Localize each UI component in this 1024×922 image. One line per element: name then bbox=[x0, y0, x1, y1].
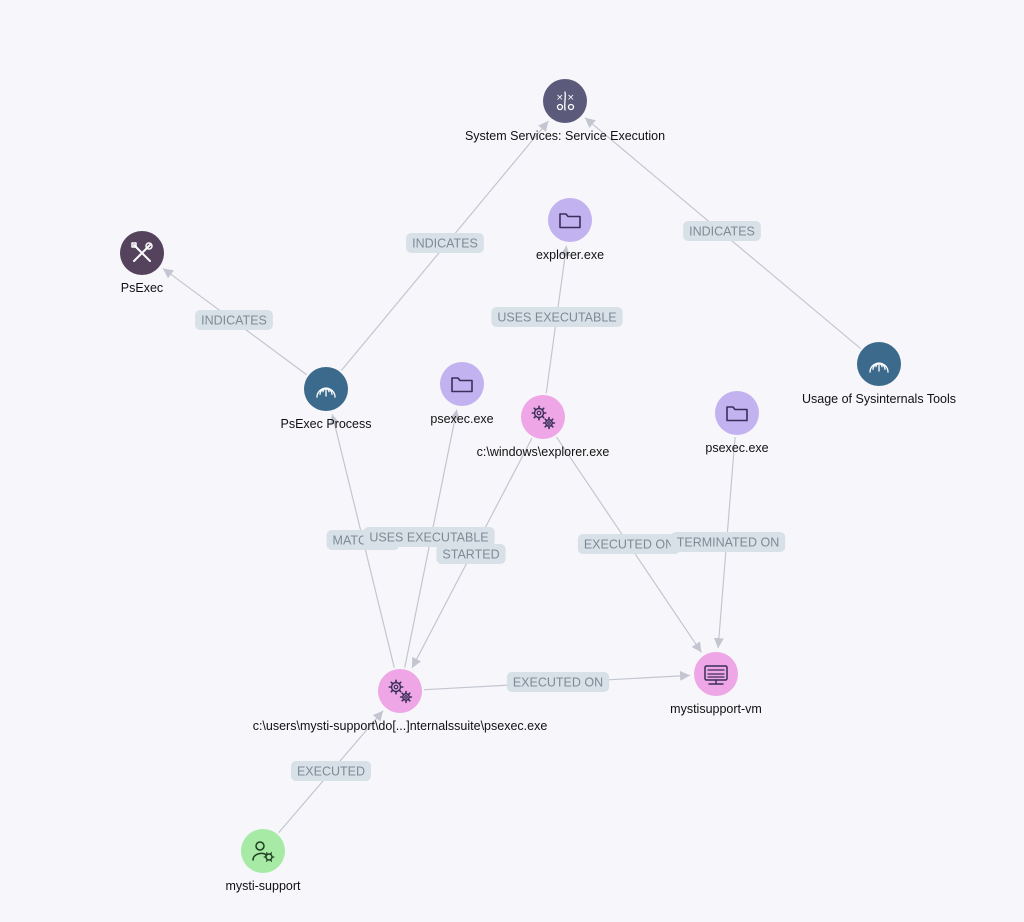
svg-text:×: × bbox=[567, 93, 575, 103]
node-attack-pattern[interactable]: ×× System Services: Service Execution bbox=[465, 79, 665, 143]
edge-label-background bbox=[506, 672, 610, 692]
node-label: psexec.exe bbox=[705, 441, 768, 455]
gears-icon bbox=[531, 405, 556, 430]
edge-label-background bbox=[290, 761, 372, 781]
node-label: System Services: Service Execution bbox=[465, 129, 665, 143]
node-label: PsExec bbox=[121, 281, 163, 295]
edge-labels-layer: INDICATES INDICATES INDICATES USES EXECUTAB… bbox=[195, 221, 786, 781]
folder-icon bbox=[559, 213, 581, 229]
edge-label[interactable]: STARTED bbox=[436, 544, 506, 564]
gears-icon bbox=[388, 679, 413, 704]
node-psexec-process[interactable]: c:\users\mysti-support\do[...]nternalssu… bbox=[253, 669, 548, 733]
folder-icon bbox=[726, 406, 748, 422]
edge-label-background bbox=[491, 307, 623, 327]
folder-icon bbox=[451, 377, 473, 393]
fingerprint-icon bbox=[316, 387, 336, 398]
edge-label-background bbox=[363, 527, 495, 547]
user-gear-icon bbox=[252, 841, 275, 862]
node-label: c:\users\mysti-support\do[...]nternalssu… bbox=[253, 719, 548, 733]
node-circle[interactable] bbox=[548, 198, 592, 242]
node-label: explorer.exe bbox=[536, 248, 604, 262]
edge-label-text: INDICATES bbox=[412, 237, 478, 251]
edge-label-background bbox=[670, 532, 786, 552]
edge-label-text: STARTED bbox=[442, 548, 499, 562]
tools-icon bbox=[131, 242, 153, 262]
edge-label[interactable]: INDICATES bbox=[195, 310, 273, 330]
edge-label[interactable]: EXECUTED ON bbox=[506, 672, 610, 692]
nodes-layer: ×× System Services: Service ExecutionPsEx… bbox=[120, 79, 956, 893]
node-indicator-psexec[interactable]: PsExec Process bbox=[280, 367, 372, 431]
node-circle[interactable] bbox=[241, 829, 285, 873]
node-label: PsExec Process bbox=[280, 417, 371, 431]
edge-label-background bbox=[683, 221, 761, 241]
server-icon bbox=[704, 665, 728, 685]
svg-text:×: × bbox=[556, 93, 564, 103]
node-circle[interactable] bbox=[440, 362, 484, 406]
node-psexec-file-1[interactable]: psexec.exe bbox=[430, 362, 494, 426]
edge-label-background bbox=[436, 544, 506, 564]
node-user-account[interactable]: mysti-support bbox=[225, 829, 301, 893]
node-label: mystisupport-vm bbox=[670, 702, 762, 716]
edge-label[interactable]: EXECUTED bbox=[290, 761, 372, 781]
node-indicator-sysinternals[interactable]: Usage of Sysinternals Tools bbox=[802, 342, 956, 406]
edge-label[interactable]: INDICATES bbox=[683, 221, 761, 241]
edge-label-background bbox=[195, 310, 273, 330]
node-tool-psexec[interactable]: PsExec bbox=[120, 231, 164, 295]
node-psexec-file-2[interactable]: psexec.exe bbox=[705, 391, 769, 455]
edge-label-text: EXECUTED bbox=[297, 765, 365, 779]
edge-label-text: TERMINATED ON bbox=[677, 536, 780, 550]
fingerprint-icon bbox=[869, 362, 889, 373]
edge-label-text: USES EXECUTABLE bbox=[369, 531, 488, 545]
node-circle[interactable] bbox=[715, 391, 759, 435]
edge-label-text: INDICATES bbox=[689, 225, 755, 239]
node-label: psexec.exe bbox=[430, 412, 493, 426]
tactics-icon: ×× bbox=[556, 91, 575, 111]
edge-label-background bbox=[406, 233, 484, 253]
edge-label[interactable]: TERMINATED ON bbox=[670, 532, 786, 552]
node-label: mysti-support bbox=[225, 879, 301, 893]
edge-label-text: USES EXECUTABLE bbox=[497, 311, 616, 325]
edge-label[interactable]: INDICATES bbox=[406, 233, 484, 253]
edge-label-text: EXECUTED ON bbox=[584, 538, 674, 552]
edge-label[interactable]: USES EXECUTABLE bbox=[491, 307, 623, 327]
edge-label-text: EXECUTED ON bbox=[513, 676, 603, 690]
node-explorer-process[interactable]: c:\windows\explorer.exe bbox=[477, 395, 610, 459]
node-host-vm[interactable]: mystisupport-vm bbox=[670, 652, 762, 716]
node-label: c:\windows\explorer.exe bbox=[477, 445, 610, 459]
node-explorer-file[interactable]: explorer.exe bbox=[536, 198, 604, 262]
edge-label-background bbox=[577, 534, 681, 554]
edge-label-text: INDICATES bbox=[201, 314, 267, 328]
node-label: Usage of Sysinternals Tools bbox=[802, 392, 956, 406]
edge-label[interactable]: USES EXECUTABLE bbox=[363, 527, 495, 547]
edge-label[interactable]: EXECUTED ON bbox=[577, 534, 681, 554]
